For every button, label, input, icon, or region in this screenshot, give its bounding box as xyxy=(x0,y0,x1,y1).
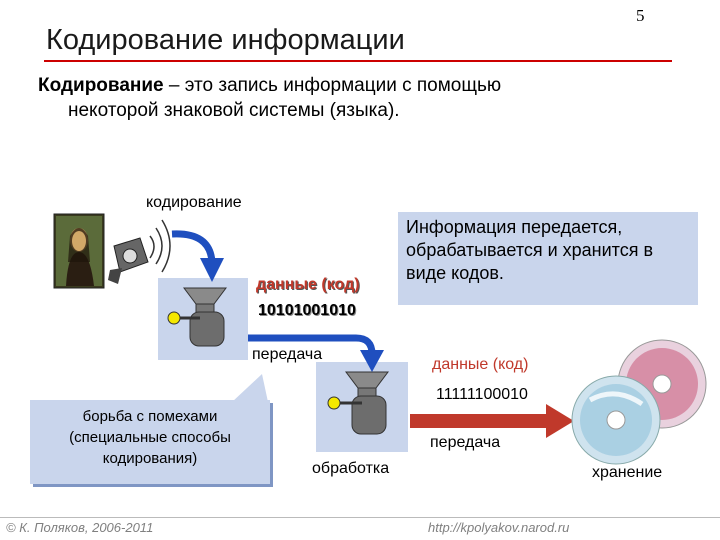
label-transfer-2: передача xyxy=(430,434,500,452)
label-binary-1: 10101001010 xyxy=(258,302,356,320)
label-storage: хранение xyxy=(592,464,662,482)
label-data-code-1: данные (код) xyxy=(256,276,360,294)
noise-line-3: кодирования) xyxy=(34,448,266,469)
transfer-arrow-2 xyxy=(410,414,546,428)
info-box: Информация передается, обрабатывается и … xyxy=(398,212,698,305)
footer-url[interactable]: http://kpolyakov.narod.ru xyxy=(428,520,569,535)
label-transfer-1: передача xyxy=(252,346,322,364)
footer-divider xyxy=(0,517,720,518)
noise-line-2: (специальные способы xyxy=(34,427,266,448)
camera-icon xyxy=(108,220,170,284)
label-encoding: кодирование xyxy=(146,194,242,212)
cd-discs-icon xyxy=(572,340,706,464)
label-processing: обработка xyxy=(312,460,389,478)
mona-lisa-portrait-icon xyxy=(54,214,104,288)
footer-copyright: © К. Поляков, 2006-2011 xyxy=(6,520,153,535)
label-binary-2: 11111100010 xyxy=(436,386,528,404)
noise-box: борьба с помехами (специальные способы к… xyxy=(30,400,270,484)
label-data-code-2: данные (код) xyxy=(432,356,528,374)
encoding-arrow xyxy=(172,234,212,262)
noise-line-1: борьба с помехами xyxy=(34,406,266,427)
